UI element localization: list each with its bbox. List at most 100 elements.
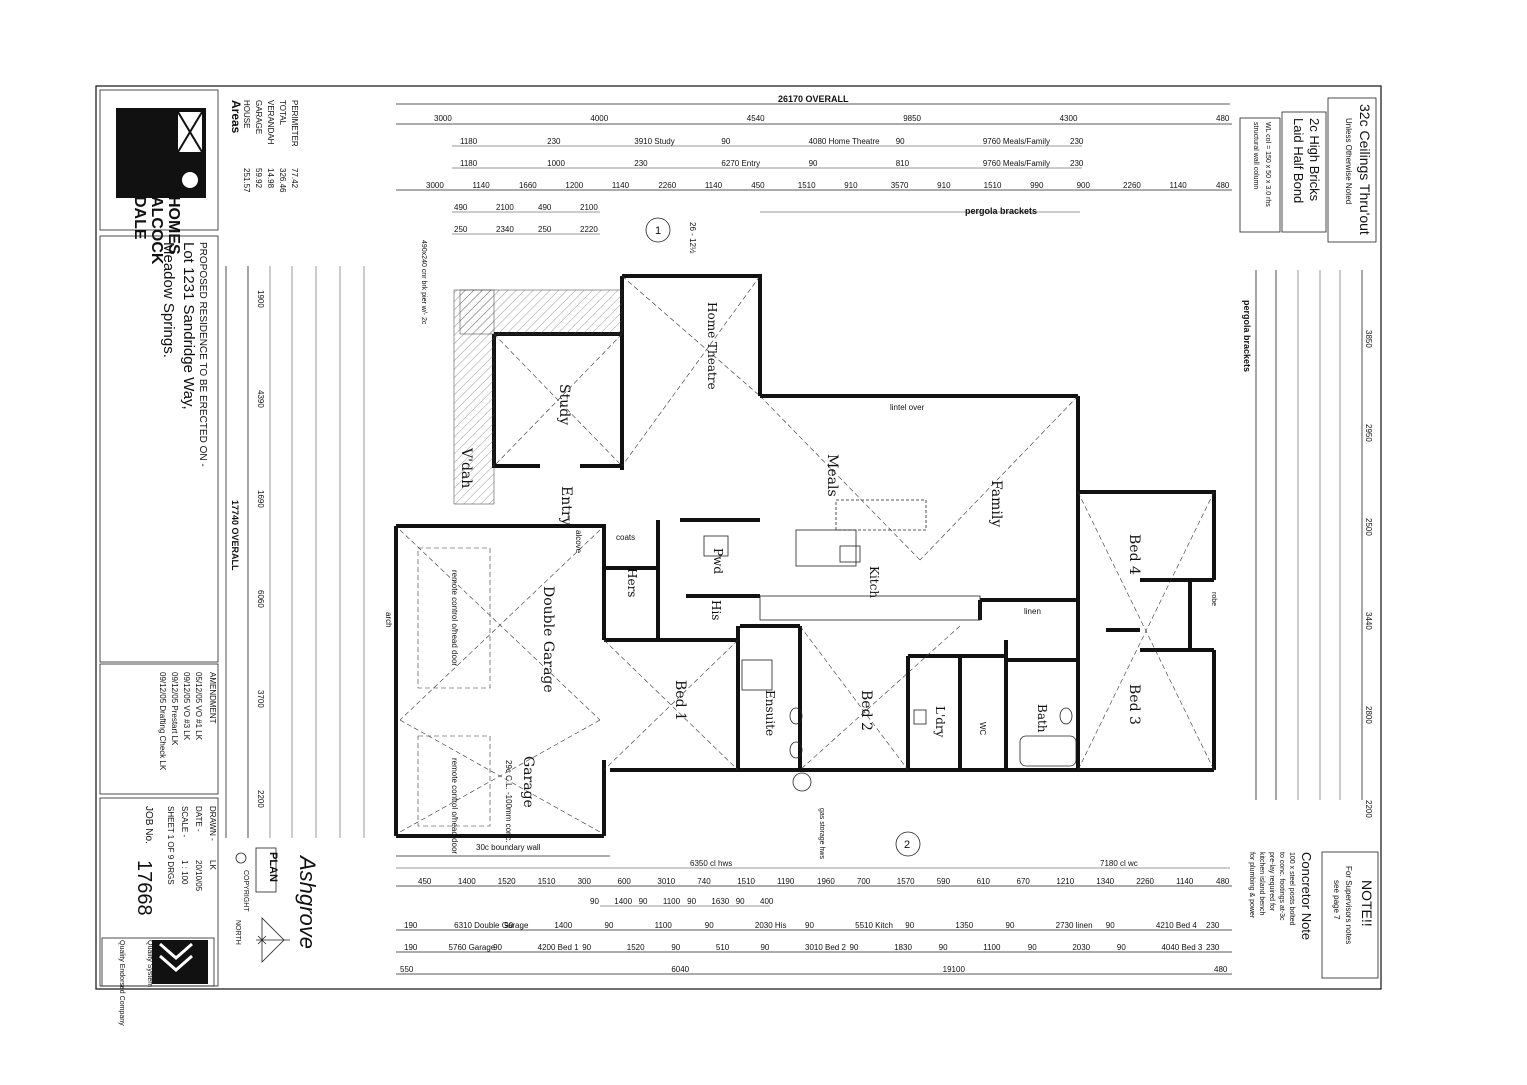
dimension-value: 910	[937, 181, 951, 190]
dimension-value: 230	[1070, 137, 1084, 146]
dimension-value: 3570	[891, 181, 909, 190]
area-value: 77.42	[290, 168, 299, 189]
dimension-value: 1140	[1176, 877, 1194, 886]
dimension-value: 3010 Bed 2	[805, 943, 846, 952]
dimension-value: 3000	[434, 114, 452, 123]
dimension-value: 90	[1117, 943, 1126, 952]
dimension-value: 510	[716, 943, 730, 952]
area-label: VERANDAH	[266, 100, 275, 145]
dimension-value: 90	[721, 137, 730, 146]
ceiling-lines	[399, 275, 1215, 833]
dimension-value: 600	[618, 877, 632, 886]
dimension-value: 90	[687, 897, 696, 906]
amendment-row: 05/12/05 VO #1 LK	[194, 672, 203, 741]
dimension-value: 6310 Double Garage	[454, 921, 529, 930]
dimension-value: 1510	[798, 181, 816, 190]
dimension-value: 2220	[580, 225, 598, 234]
dimension-value: 480	[1214, 965, 1228, 974]
dimension-value: 1520	[498, 877, 516, 886]
dimension-value: 2500	[1364, 518, 1373, 536]
dimension-value: 990	[1030, 181, 1044, 190]
dimension-value: 6350 cl hws	[690, 859, 732, 868]
title-column: DALE ALCOCK HOMES	[99, 89, 219, 265]
linen-label: linen	[1024, 607, 1041, 616]
dimension-value: 2340	[496, 225, 514, 234]
pergola-label-top: pergola brackets	[965, 206, 1037, 216]
dimension-value: 1400	[458, 877, 476, 886]
alcove-label: alcove	[574, 530, 583, 554]
dimension-value: 3010	[657, 877, 675, 886]
dimension-value: 230	[634, 159, 648, 168]
garage-doors	[417, 547, 491, 827]
dimension-value: 90	[590, 897, 599, 906]
bath-fixtures	[703, 535, 1077, 792]
dimension-value: 190	[404, 943, 418, 952]
dimension-value: 90	[639, 897, 648, 906]
note-line2: see page 7	[1332, 880, 1341, 920]
area-value: 251.57	[242, 168, 251, 193]
dimension-value: 2260	[1123, 181, 1141, 190]
dimension-value: 1520	[627, 943, 645, 952]
wl-col-note-2: structural wall column	[1252, 122, 1259, 189]
dimension-value: 590	[937, 877, 951, 886]
dimension-value: 1510	[984, 181, 1002, 190]
quality-line1: Quality System	[146, 940, 153, 987]
dimension-value: 4210 Bed 4	[1156, 921, 1197, 930]
project-line1: PROPOSED RESIDENCE TO BE ERECTED ON -	[197, 242, 208, 467]
overall-left-dimension: 17740 OVERALL	[230, 500, 240, 571]
boundary-wall-label: 30c boundary wall	[476, 843, 541, 852]
room-labels: Home Theatre Study Meals Family Kitch Be…	[384, 222, 1217, 859]
dimension-value: 450	[418, 877, 432, 886]
arch-label: arch	[384, 612, 393, 628]
dimension-value: 250	[538, 225, 552, 234]
scale-value: 1 : 100	[180, 860, 189, 885]
room-study: Study	[556, 384, 572, 425]
dimension-value: 740	[697, 877, 711, 886]
dimension-value: 1510	[538, 877, 556, 886]
dimension-value: 490	[538, 203, 552, 212]
coats-label: coats	[616, 533, 635, 542]
sheet-count: SHEET 1 OF 9 DRGS	[166, 806, 175, 885]
bricks-note-1: 2c High Bricks	[1307, 118, 1322, 202]
bricks-note-2: Laid Half Bond	[1291, 118, 1306, 203]
dimension-value: 2200	[1364, 800, 1373, 818]
company-logo: DALE ALCOCK HOMES	[116, 108, 206, 265]
dimension-value: 5760 Garage	[449, 943, 496, 952]
dimension-value: 230	[1206, 943, 1220, 952]
dimension-value: 2260	[1136, 877, 1154, 886]
scale-label: SCALE -	[180, 806, 189, 837]
kitchen-benches	[759, 499, 981, 621]
room-entry: Entry	[558, 486, 574, 526]
garage-concrete-note: 29c C.L. -100mm conc.	[504, 760, 513, 843]
top-dimension-lines: 26170 OVERALL pergola brackets	[396, 94, 1232, 235]
dimension-value: 1180	[460, 159, 478, 168]
dimension-value: 1000	[547, 159, 565, 168]
dimension-value: 1690	[256, 490, 265, 508]
dimension-value: 90	[760, 943, 769, 952]
room-bed2: Bed 2	[858, 690, 874, 731]
areas-heading: Areas	[229, 100, 243, 134]
concretor-title: Concretor Note	[1299, 852, 1314, 940]
dimension-value: 6040	[671, 965, 689, 974]
quality-badge	[101, 937, 215, 987]
dimension-value: 490	[454, 203, 468, 212]
company-name-line1: DALE	[131, 196, 148, 240]
dimension-value: 1900	[256, 290, 265, 308]
room-laundry: L'dry	[933, 706, 947, 738]
bottom-dimension-lines	[396, 867, 1232, 975]
room-bed4: Bed 4	[1126, 534, 1142, 575]
amendment-row: 09/12/05 Drafting Check LK	[158, 672, 167, 771]
area-label: HOUSE	[242, 100, 251, 128]
dimension-value: 1400	[554, 921, 572, 930]
copyright-text: COPYRIGHT	[242, 870, 249, 912]
robe-label: robe	[1210, 592, 1217, 606]
dimension-value: 9850	[903, 114, 921, 123]
pergola-label-right: pergola brackets	[1242, 300, 1252, 372]
section-marker-2	[895, 831, 921, 857]
